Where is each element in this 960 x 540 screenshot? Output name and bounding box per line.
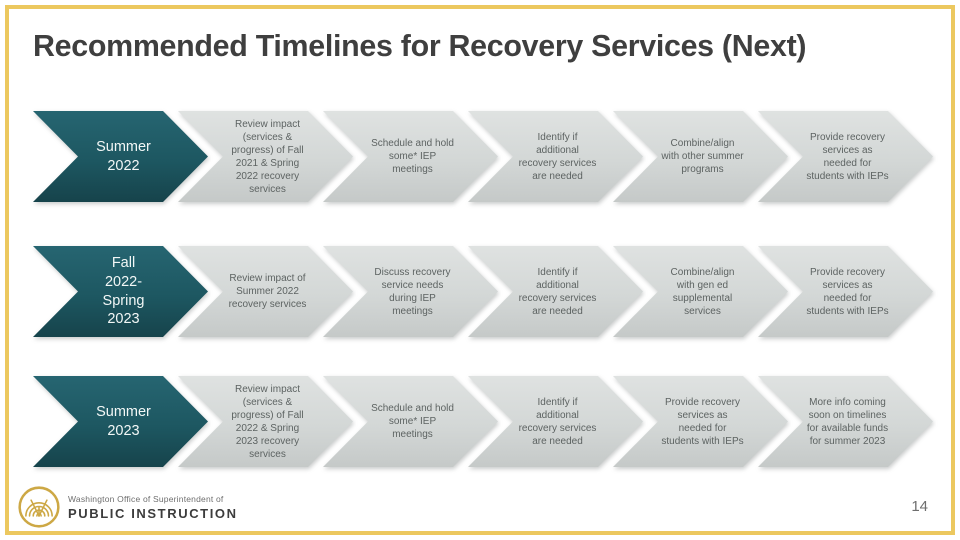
chevron-wrap: Identify if additional recovery services… (468, 111, 643, 202)
timeline-step-label: Provide recovery services as needed for … (661, 396, 744, 447)
chevron-wrap: Provide recovery services as needed for … (758, 111, 933, 202)
chevron-wrap: Combine/align with other summer programs (613, 111, 788, 202)
chevron-wrap: Fall 2022- Spring 2023 (33, 246, 208, 337)
timeline-period-label: Summer 2023 (96, 403, 151, 439)
chevron-wrap: More info coming soon on timelines for a… (758, 376, 933, 467)
timeline-row-summer-2023: Summer 2023 Review impact (services & pr… (33, 376, 933, 467)
chevron-wrap: Provide recovery services as needed for … (758, 246, 933, 337)
chevron-wrap: Combine/align with gen ed supplemental s… (613, 246, 788, 337)
timeline-step-label: Review impact (services & progress) of F… (231, 118, 304, 195)
timeline-step-chevron: Provide recovery services as needed for … (758, 246, 933, 337)
chevron-wrap: Identify if additional recovery services… (468, 376, 643, 467)
timeline-step-label: Provide recovery services as needed for … (806, 266, 889, 317)
timeline-step-label: Combine/align with other summer programs (661, 138, 744, 175)
timeline-step-label: Combine/align with gen ed supplemental s… (670, 266, 735, 317)
ospi-seal-icon (18, 486, 60, 528)
chevron-wrap: Discuss recovery service needs during IE… (323, 246, 498, 337)
org-name-line2: PUBLIC INSTRUCTION (68, 505, 238, 521)
chevron-wrap: Summer 2022 (33, 111, 208, 202)
chevron-wrap: Schedule and hold some* IEP meetings (323, 111, 498, 202)
chevron-wrap: Provide recovery services as needed for … (613, 376, 788, 467)
timeline-step-label: Identify if additional recovery services… (518, 131, 597, 182)
org-name: Washington Office of Superintendent of P… (68, 494, 238, 521)
timeline-row-summer-2022: Summer 2022 Review impact (services & pr… (33, 111, 933, 202)
timeline-step-label: Review impact (services & progress) of F… (231, 383, 304, 460)
chevron-wrap: Identify if additional recovery services… (468, 246, 643, 337)
footer: Washington Office of Superintendent of P… (18, 486, 238, 528)
timeline-step-label: Schedule and hold some* IEP meetings (371, 403, 454, 440)
org-name-line1: Washington Office of Superintendent of (68, 493, 224, 504)
timeline-row-fall-2022-spring-2023: Fall 2022- Spring 2023 Review impact of … (33, 246, 933, 337)
timeline-step-label: Discuss recovery service needs during IE… (374, 266, 451, 317)
chevron-wrap: Schedule and hold some* IEP meetings (323, 376, 498, 467)
timeline-step-label: Schedule and hold some* IEP meetings (371, 138, 454, 175)
timeline-step-label: Review impact of Summer 2022 recovery se… (228, 273, 307, 310)
timeline-period-label: Fall 2022- Spring 2023 (102, 254, 145, 328)
slide-title: Recommended Timelines for Recovery Servi… (33, 28, 807, 63)
chevron-wrap: Review impact of Summer 2022 recovery se… (178, 246, 353, 337)
timeline-step-label: Identify if additional recovery services… (518, 396, 597, 447)
timeline-step-chevron: More info coming soon on timelines for a… (758, 376, 933, 467)
chevron-wrap: Review impact (services & progress) of F… (178, 111, 353, 202)
chevron-wrap: Review impact (services & progress) of F… (178, 376, 353, 467)
timeline-step-label: Provide recovery services as needed for … (806, 131, 889, 182)
timeline-step-chevron: Provide recovery services as needed for … (758, 111, 933, 202)
timeline-step-label: Identify if additional recovery services… (518, 266, 597, 317)
timeline-period-label: Summer 2022 (96, 138, 151, 174)
page-number: 14 (911, 498, 928, 515)
timeline-step-label: More info coming soon on timelines for a… (806, 396, 889, 447)
chevron-wrap: Summer 2023 (33, 376, 208, 467)
